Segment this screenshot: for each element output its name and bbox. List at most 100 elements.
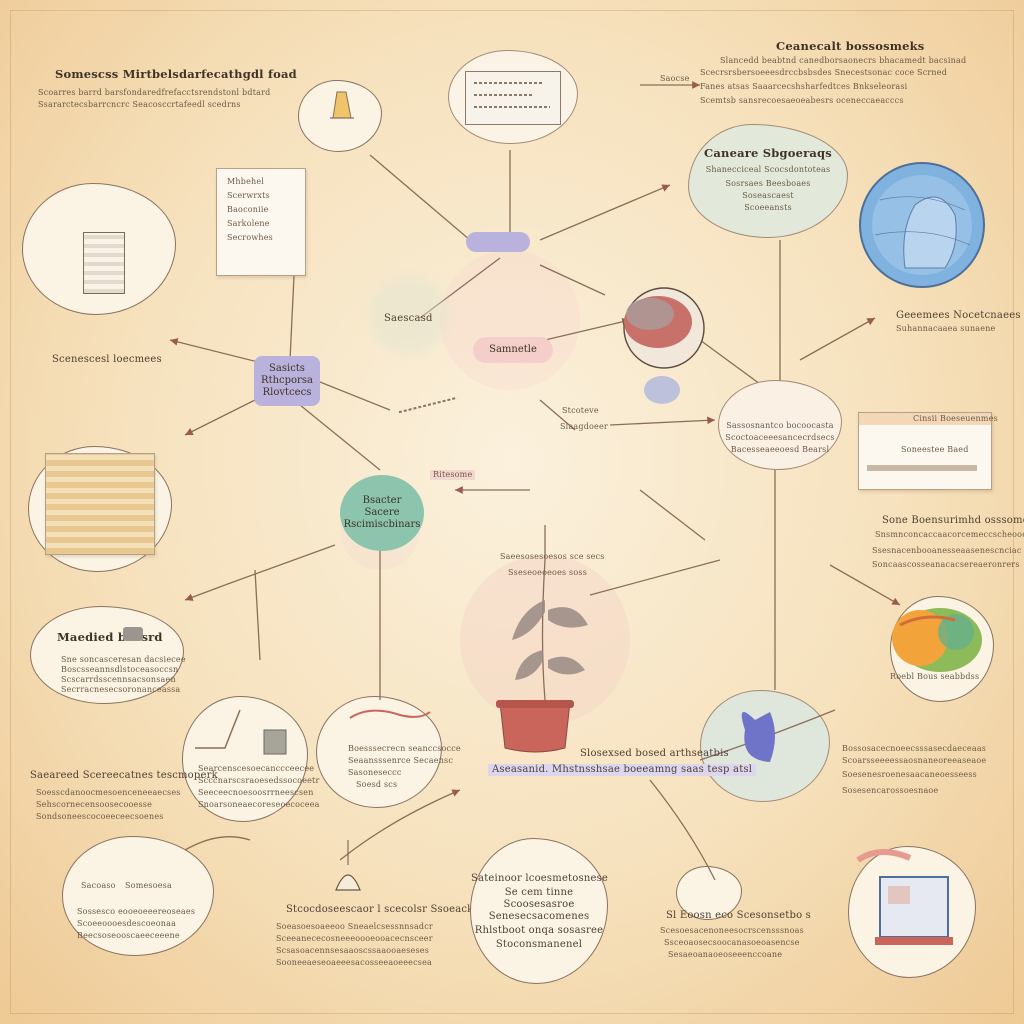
bottom-left-line: Sacoaso [81,881,116,890]
note-card-left: Mhbehel Scerwrxts Baoconiie Sarkolene Se… [216,168,306,276]
bottom-center-line: Soeasoesoaeeoo Sneaelcsessnnsadcr [276,922,433,931]
bottom-left-line: Somesoesa [125,881,172,890]
connector [649,779,716,881]
left-blob-label: Scenescesl loecmees [52,354,162,365]
bird-icon [349,709,431,719]
center-top-node [466,232,530,252]
connector [224,544,336,586]
cloud-right-line: Soseascaest [742,191,794,200]
chart-line [474,94,534,96]
left-card-line: Boscsseannsdlstoceasoccsn [61,665,179,674]
chart-line [474,82,544,84]
lamp-icon [335,840,361,891]
plant-blob-line: Soesd scs [356,780,398,789]
connector [639,489,706,541]
top-left-title: Somescss Mirtbelsdarfecathgdl foad [55,67,297,81]
right-blob-line: Scoctoaceeesancecrdsecs [725,433,835,442]
window-titlebar [859,413,991,425]
top-right-tag: Saocse [660,74,690,83]
mid-right-label: Slaagdoeer [560,422,608,431]
connector [609,416,716,426]
bottom-right-text-line: Sesaeoanaoeoseeenccoane [668,950,783,959]
bottom-center-blob-line: Senesecsacomenes [488,911,590,922]
left-card-line: Sne soncasceresan dacsiecee [61,655,186,664]
bottom-center-blob-line: Stoconsmanenel [495,939,583,950]
bottom-center-line: Sceeanececosneeeoooeooacecnsceer [276,934,433,943]
left-card-bubble: Maedied boesrd Sne soncasceresan dacsiec… [30,606,186,704]
bottom-center-blob-line: Se cem tinne [504,887,574,898]
center-stripe-line: Saeesosesoesos sce secs [500,552,605,561]
right-blob-line: Sassosnantco bocoocasta [726,421,834,430]
lavender-node: Sasicts Rthcporsa Rlovtcecs [254,356,320,406]
top-right-line: Fanes atsas Saaarcecshsharfedtces Bnksel… [700,82,908,91]
cloud-right-line: Sosrsaes Beesboaes [725,179,811,188]
connector [541,559,546,701]
bottom-center-blob-line: Scoosesasroe [503,899,575,910]
small-pink-label: Ritesome [430,470,476,480]
plant-blob-line: Boesssecrecn seanccsocce [348,744,461,753]
plant-glow [460,555,630,725]
left-lower-line: Soesscdanoocmesoenceneeaecses [36,788,181,797]
top-right-line: Scemtsb sansrecoesaeoeabesrs oceneccaeac… [700,96,904,105]
note-line: Secrowhes [227,233,273,242]
connector [544,317,631,341]
pot-icon [496,700,574,753]
bell-icon [330,91,354,119]
globe-label: Geeemees Nocetcnaees [896,310,1021,321]
window-card: Cinsii Boeseuenmes Soneestee Baed [858,412,998,490]
connector [184,836,251,851]
bottom-left-line: Beecsoseooscaeeceeene [77,931,180,940]
left-sketch-bubble [22,183,176,315]
fruit-label: Roebl Bous seabbdss [890,672,980,681]
bottom-left-bubble: Sacoaso Somesoesa Sossesco eooeoeeereose… [62,836,214,956]
bottom-center-line: Scsasoacennsesaaoscssaaooaeseses [276,946,430,955]
top-right-line: Scecrsrsbersoeeesdrccbsbsdes Snecestsona… [700,68,948,77]
bottom-right-text-line: Ssceoaosecsoocanasoeoasencse [664,938,800,947]
connector [339,789,461,861]
note-line: Mhbehel [227,177,265,186]
pot-caption: Slosexsed bosed arthseatbis [580,748,729,759]
globe-sub: Suhannacaaea sunaene [896,324,996,333]
bottom-right-line: Scoarsseeeessaosnaneoreeaseaoe [842,756,987,765]
striped-card-bubble [28,446,172,572]
right-blob-line: Bacesseaeeoesd Bearsl [730,445,830,454]
bottom-right-line: Soesenesroenesaacaneoesseess [842,770,977,779]
bottom-right-text-line: Scesoesacenoneesocrscensssnoas [660,926,804,935]
teal-node: Bsacter Sacere Rscimiscbinars [340,475,424,551]
window-card-bar [867,465,977,471]
left-card-title: Maedied boesrd [57,630,163,644]
lavender-node-line: Rlovtcecs [262,387,312,398]
center-bubble-glow [368,275,448,355]
fruit-icon [892,608,982,672]
left-lower-line: Sehscornecensoosecooesse [36,800,153,809]
lavender-node-line: Sasicts [269,363,305,374]
hook-blob-line: Snoarsoneaecoreseoecoceea [198,800,320,809]
bottom-right-line: Bossosacecnoeecsssasecdaeceaas [842,744,987,753]
note-line: Scerwrxts [227,191,270,200]
brain-icon [623,287,705,404]
monitor-icon [856,849,953,945]
teal-node-line: Sacere [364,507,400,518]
lavender-node-line: Rthcporsa [261,375,313,386]
pink-node: Samnetle [473,337,553,363]
globe-icon [859,162,985,288]
connector [369,154,471,241]
camera-icon [123,627,143,641]
teal-node-line: Rscimiscbinars [343,519,421,530]
plant-blob-line: Sasoneseccc [348,768,402,777]
center-bubble-label: Saescasd [384,313,433,324]
right-text-title: Sone Boensurimhd osssomes [882,515,1024,526]
right-blob: Sassosnantco bocoocasta Scoctoaceeesance… [718,380,842,470]
connector [539,264,606,296]
banner: Aseasanid. Mhstnsshsae boeeamng saas tes… [488,764,757,776]
left-card-line: Scscarrdsscennsacsonsaen [61,675,176,684]
plant-blob-line: Seaansssenrce Secaensc [348,756,454,765]
left-lower-title: Saeareed Scereecatnes tescmoperk [30,770,218,781]
top-left-line: Scoarres barrd barsfondaredfrefacctsrend… [38,88,271,97]
bottom-center-title: Stcocdoseescaor l scecolsr Ssoeack [286,904,474,915]
bottom-center-line: Sooneeaeseoaeeesacosseeaoeeecsea [276,958,432,967]
connector [829,564,901,606]
bottom-center-blob-line: Sateinoor lcoesmetosnese [471,873,609,884]
plant-icon [512,600,588,680]
